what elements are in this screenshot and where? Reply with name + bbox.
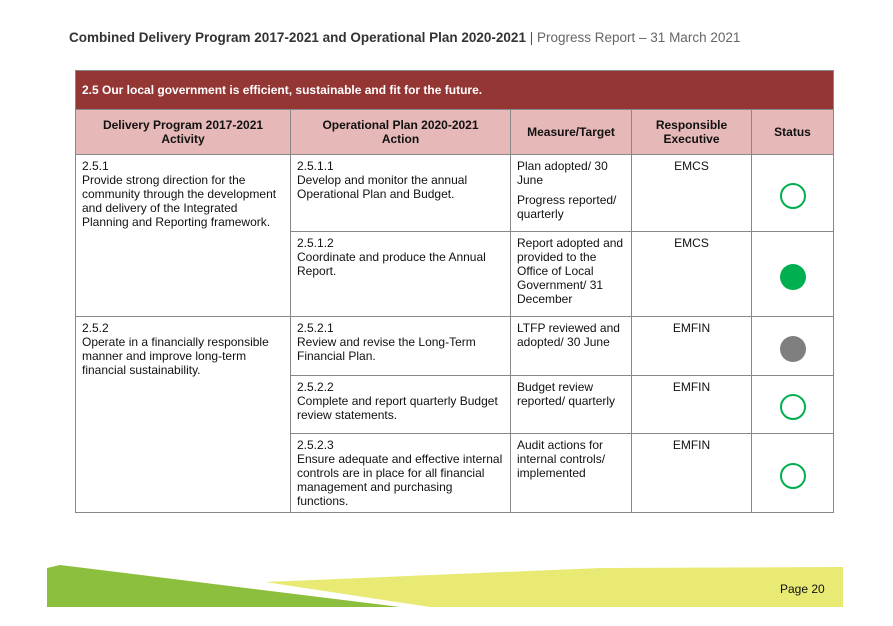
activity-code: 2.5.2 bbox=[82, 321, 109, 335]
footer-green-band bbox=[47, 565, 400, 607]
measure-cell: LTFP reviewed and adopted/ 30 June bbox=[510, 316, 632, 376]
executive-cell: EMFIN bbox=[631, 316, 752, 376]
action-code: 2.5.1.1 bbox=[297, 159, 334, 173]
measure-text: LTFP reviewed and adopted/ 30 June bbox=[517, 321, 620, 349]
executive-cell: EMCS bbox=[631, 231, 752, 317]
measure-text: Plan adopted/ 30 June bbox=[517, 159, 608, 187]
executive-cell: EMFIN bbox=[631, 433, 752, 513]
page-number: Page 20 bbox=[780, 582, 825, 596]
measure-cell: Report adopted and provided to the Offic… bbox=[510, 231, 632, 317]
status-indicator-not-started bbox=[779, 182, 806, 209]
footer-banner bbox=[47, 565, 843, 607]
column-header-line2: Activity bbox=[161, 132, 205, 146]
activity-text: Operate in a financially responsible man… bbox=[82, 335, 269, 377]
column-header-line1: Operational Plan 2020-2021 bbox=[322, 118, 479, 132]
executive-cell: EMCS bbox=[631, 154, 752, 232]
action-text: Complete and report quarterly Budget rev… bbox=[297, 394, 498, 422]
column-header-line2: Action bbox=[381, 132, 420, 146]
status-indicator-not-started bbox=[779, 462, 806, 489]
table-title: 2.5 Our local government is efficient, s… bbox=[75, 70, 834, 110]
column-header: Status bbox=[751, 109, 834, 155]
status-indicator-completed bbox=[779, 263, 806, 290]
status-cell bbox=[751, 154, 834, 232]
page-header: Combined Delivery Program 2017-2021 and … bbox=[69, 30, 740, 45]
action-text: Develop and monitor the annual Operation… bbox=[297, 173, 468, 201]
status-cell bbox=[751, 316, 834, 376]
action-text: Review and revise the Long-Term Financia… bbox=[297, 335, 476, 363]
header-separator: | bbox=[529, 30, 534, 45]
column-header-line1: Delivery Program 2017-2021 bbox=[102, 118, 264, 132]
header-subtitle: Progress Report – 31 March 2021 bbox=[537, 30, 741, 45]
action-text: Coordinate and produce the Annual Report… bbox=[297, 250, 486, 278]
column-header-line1: Responsible bbox=[655, 118, 728, 132]
footer-yellow-band bbox=[265, 567, 843, 607]
activity-text: Provide strong direction for the communi… bbox=[82, 173, 277, 229]
measure-text: Audit actions for internal controls/ imp… bbox=[517, 438, 606, 480]
status-cell bbox=[751, 375, 834, 434]
column-header-line1: Status bbox=[774, 125, 811, 139]
status-cell bbox=[751, 231, 834, 317]
column-header-line1: Measure/Target bbox=[527, 125, 615, 139]
measure-cell: Budget review reported/ quarterly bbox=[510, 375, 632, 434]
action-code: 2.5.1.2 bbox=[297, 236, 334, 250]
status-cell bbox=[751, 433, 834, 513]
measure-cell: Audit actions for internal controls/ imp… bbox=[510, 433, 632, 513]
action-code: 2.5.2.2 bbox=[297, 380, 334, 394]
action-code: 2.5.2.1 bbox=[297, 321, 334, 335]
column-header: Measure/Target bbox=[510, 109, 632, 155]
measure-text: Report adopted and provided to the Offic… bbox=[517, 236, 624, 306]
action-text: Ensure adequate and effective internal c… bbox=[297, 452, 503, 508]
action-code: 2.5.2.3 bbox=[297, 438, 334, 452]
executive-cell: EMFIN bbox=[631, 375, 752, 434]
header-title: Combined Delivery Program 2017-2021 and … bbox=[69, 30, 526, 45]
activity-code: 2.5.1 bbox=[82, 159, 109, 173]
progress-table: 2.5 Our local government is efficient, s… bbox=[75, 70, 834, 513]
column-header-line2: Executive bbox=[663, 132, 720, 146]
measure-text: Progress reported/ quarterly bbox=[517, 193, 617, 221]
measure-text: Budget review reported/ quarterly bbox=[517, 380, 616, 408]
status-indicator-grey bbox=[779, 335, 806, 362]
status-indicator-not-started bbox=[779, 394, 806, 420]
